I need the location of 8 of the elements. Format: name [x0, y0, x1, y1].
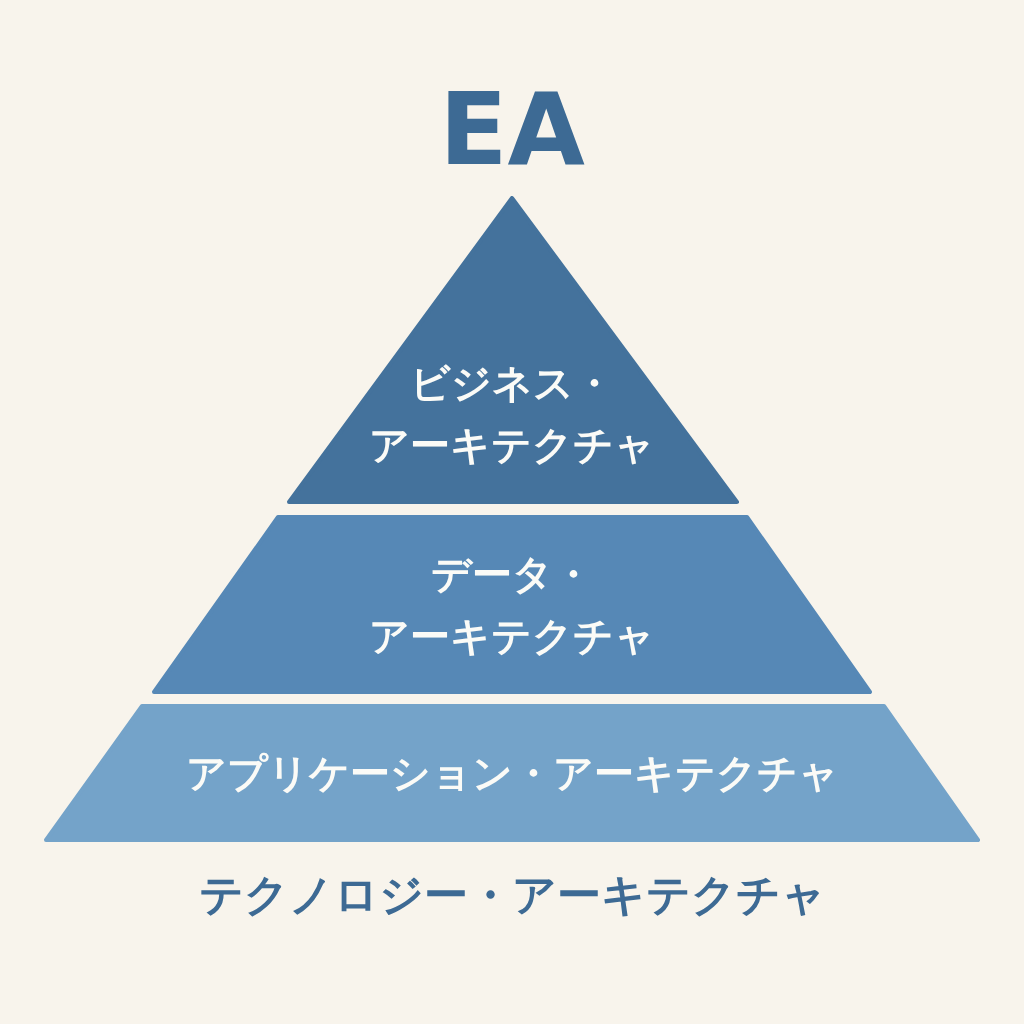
pyramid-tier	[44, 704, 980, 842]
pyramid-tier	[150, 515, 874, 694]
tier-label: データ・アーキテクチャ	[368, 550, 656, 661]
title: EA	[439, 71, 585, 188]
tier-label: ビジネス・アーキテクチャ	[368, 359, 656, 470]
pyramid-tier	[285, 196, 739, 504]
caption-text: テクノロジー・アーキテクチャ	[198, 869, 826, 920]
tier-label: アプリケーション・アーキテクチャ	[184, 749, 840, 798]
